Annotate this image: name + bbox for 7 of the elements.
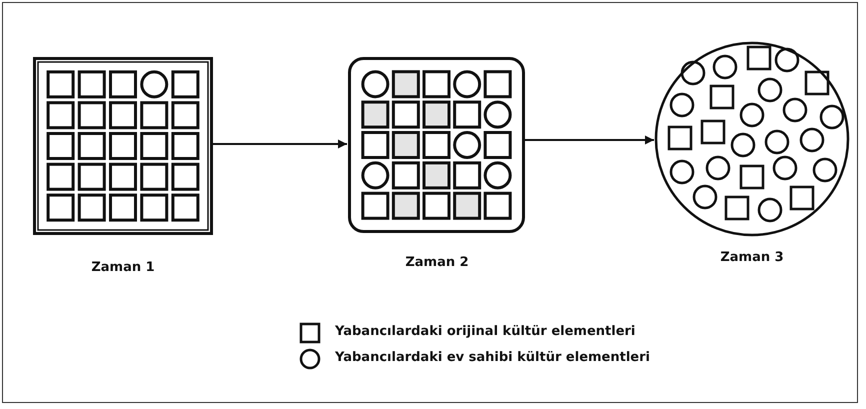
arrow [525, 136, 654, 144]
time-label: Zaman 1 [91, 260, 155, 275]
time-label: Zaman 2 [405, 255, 469, 270]
time-label: Zaman 3 [720, 250, 784, 265]
legend-text: Yabancılardaki orijinal kültür elementleri [335, 324, 636, 339]
legend-text: Yabancılardaki ev sahibi kültür elementleri [335, 350, 650, 365]
arrow [213, 140, 347, 148]
